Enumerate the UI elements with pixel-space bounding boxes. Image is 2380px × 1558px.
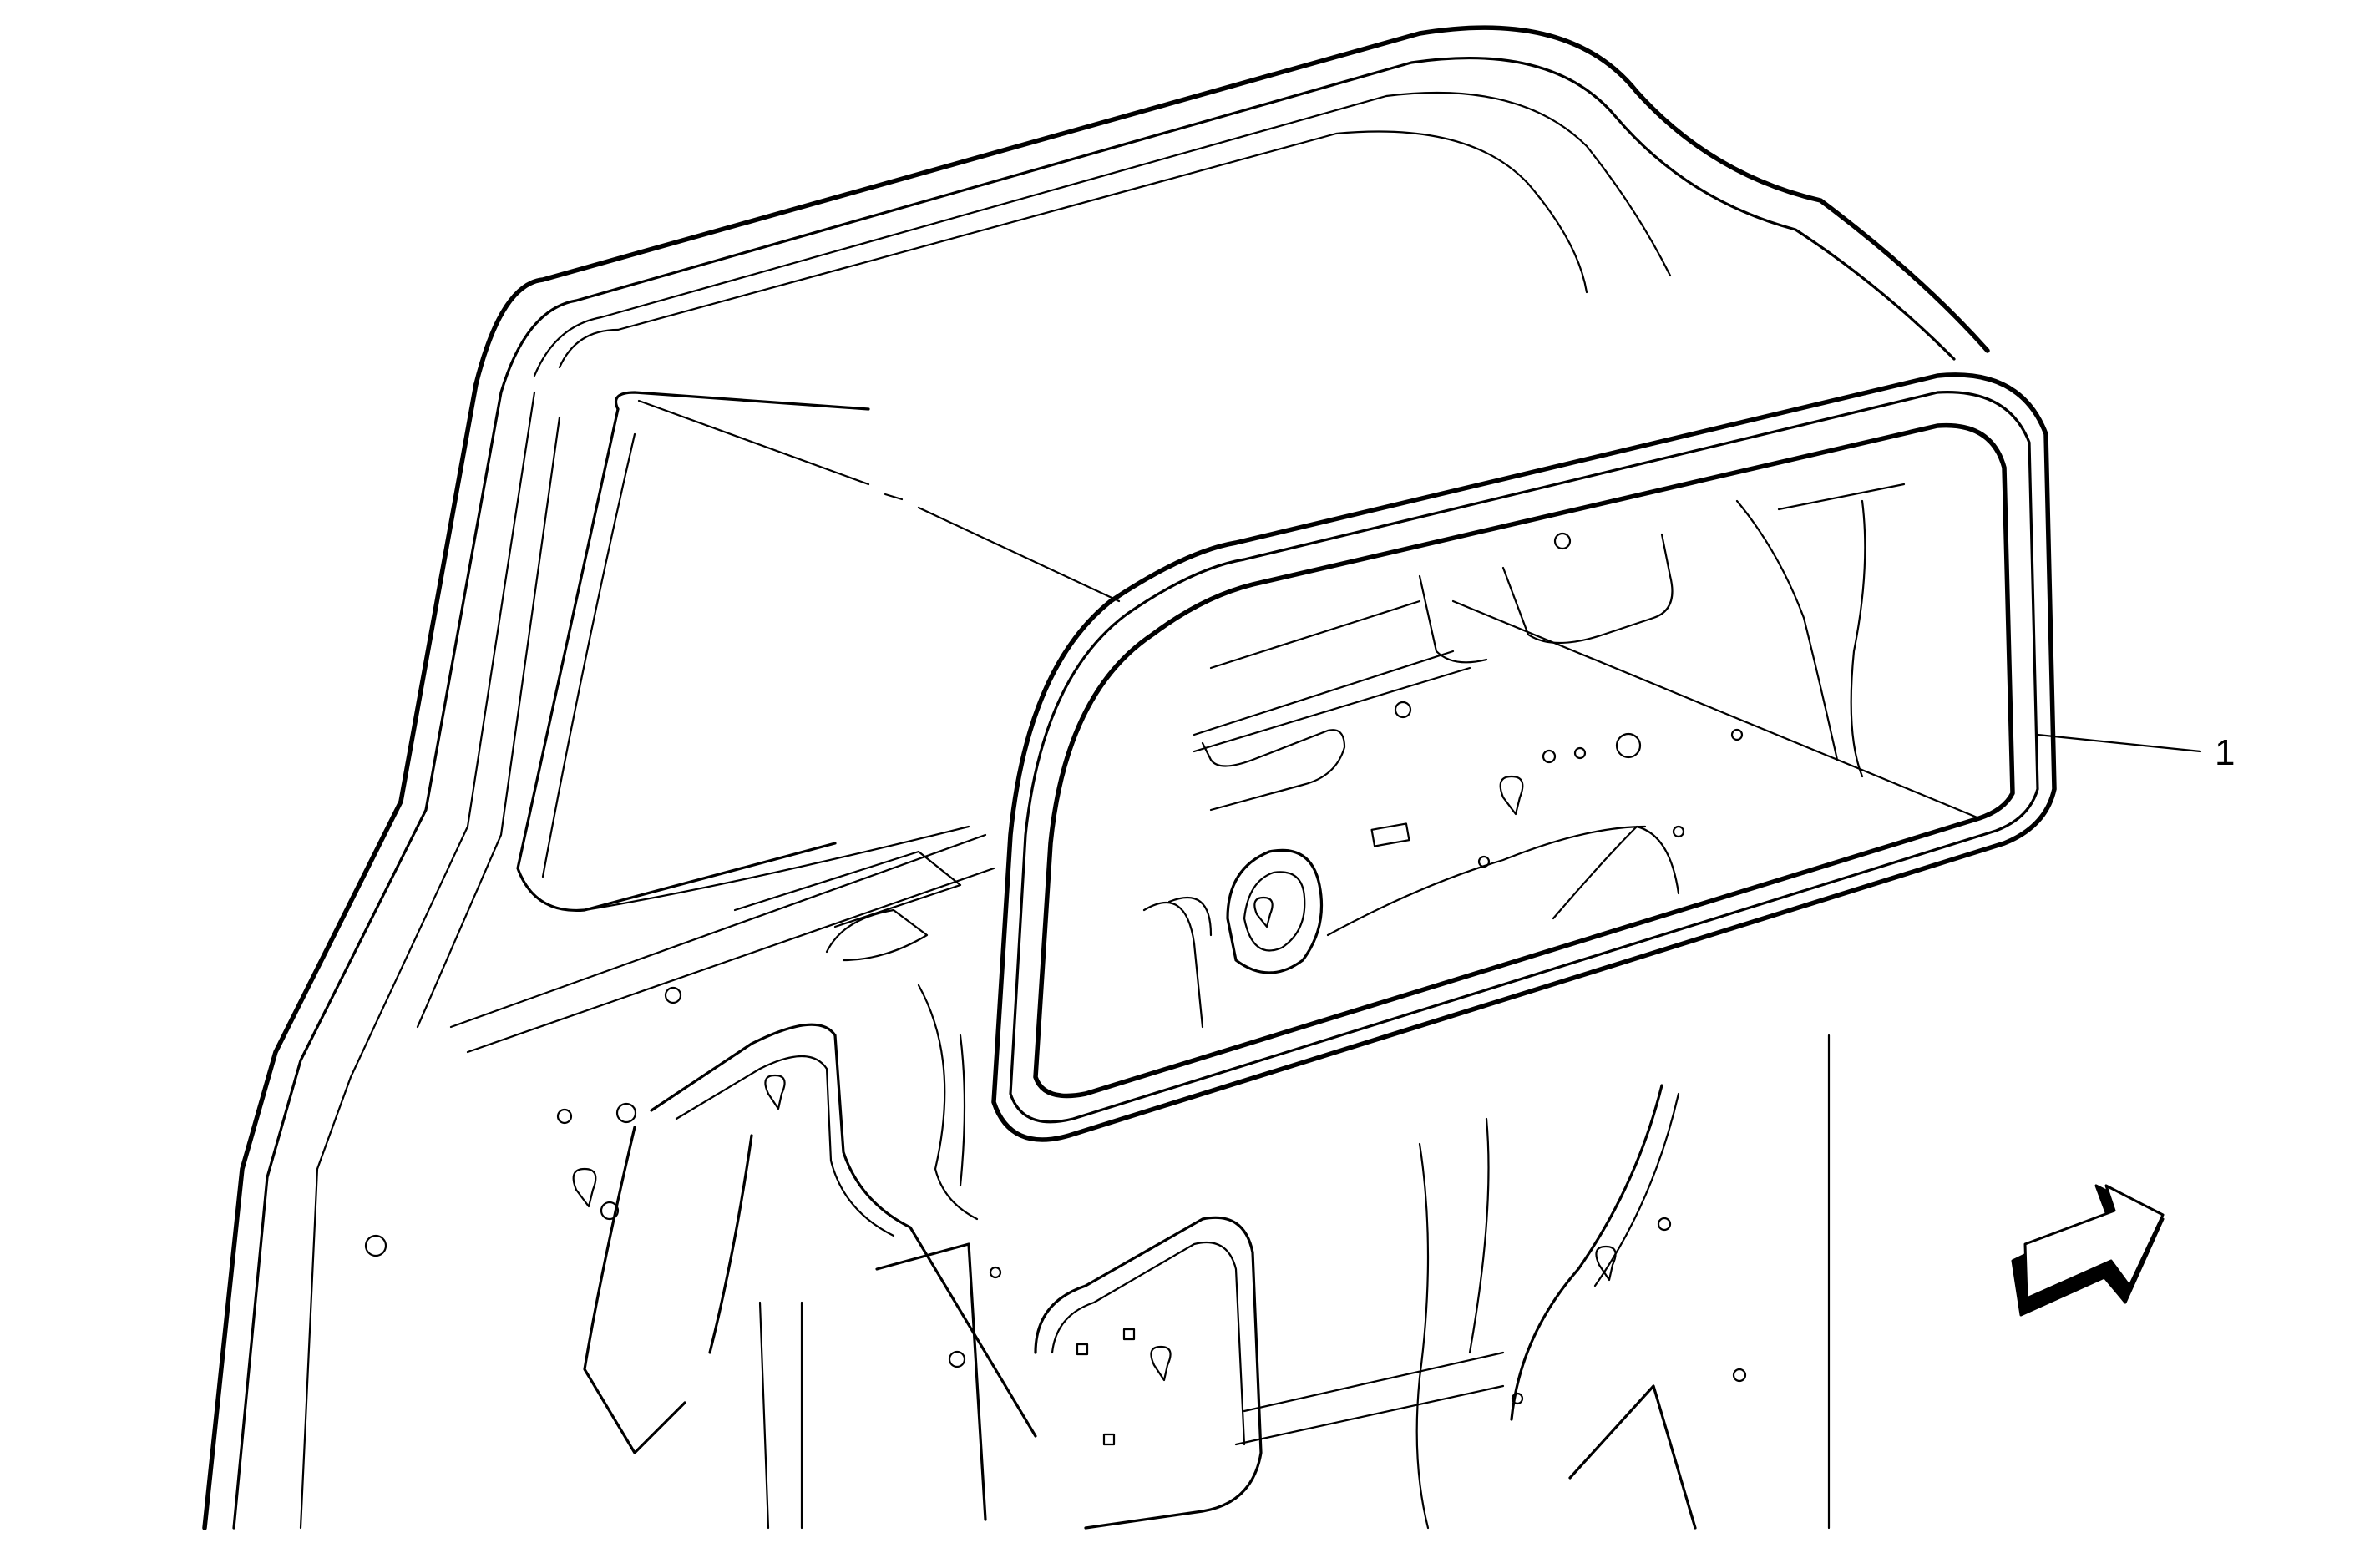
door-window-weatherstrip [637,372,2057,1142]
callout-leader-line [2036,733,2202,753]
callout-label: 1 [2215,732,2235,773]
callout-1: 1 [2036,732,2235,773]
view-direction-arrow-icon [2011,1184,2165,1317]
door-frame [202,25,1990,1530]
